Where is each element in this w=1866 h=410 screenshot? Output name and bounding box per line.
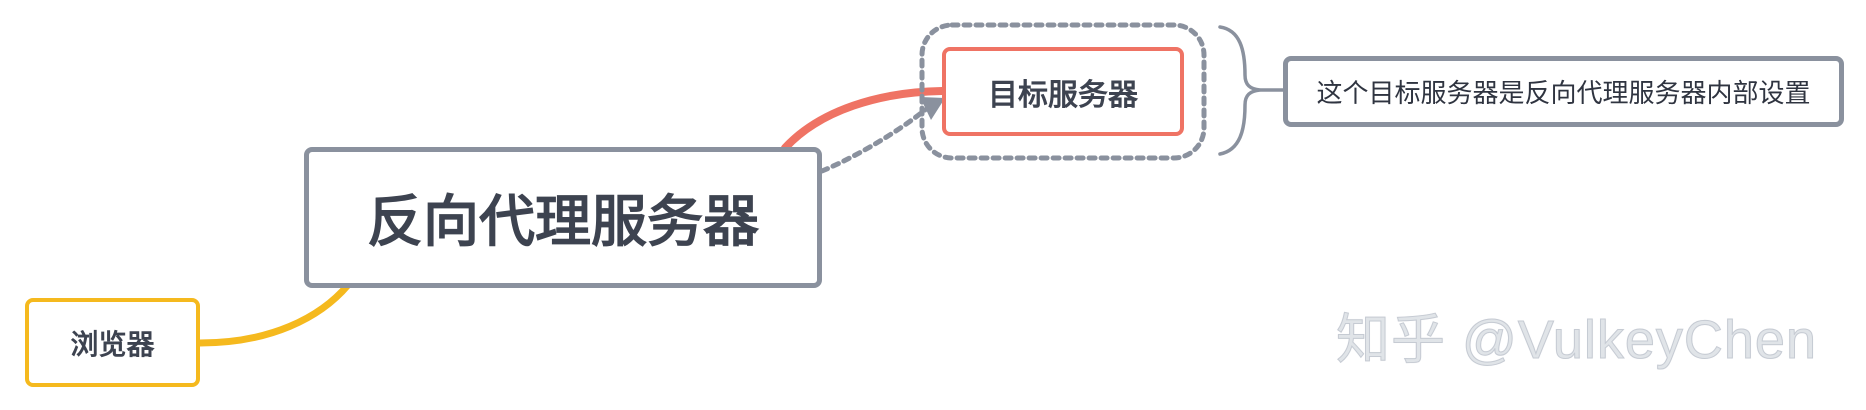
target-boundary (919, 22, 1207, 161)
node-target-server[interactable]: 目标服务器 (942, 47, 1184, 136)
relationship-arrow-head (920, 97, 945, 120)
relationship-arrow-line (819, 107, 928, 174)
node-browser-label: 浏览器 (70, 327, 155, 361)
node-target-label: 目标服务器 (988, 77, 1138, 113)
node-central-label: 反向代理服务器 (367, 190, 759, 255)
node-browser[interactable]: 浏览器 (25, 298, 200, 387)
node-summary-note[interactable]: 这个目标服务器是反向代理服务器内部设置 (1283, 56, 1844, 127)
branch-browser (196, 281, 352, 347)
node-central-topic[interactable]: 反向代理服务器 (304, 147, 822, 288)
node-note-label: 这个目标服务器是反向代理服务器内部设置 (1316, 79, 1811, 109)
branch-target (781, 87, 946, 152)
watermark: 知乎 @VulkeyChen (1336, 310, 1817, 371)
summary-brace (1218, 25, 1261, 156)
